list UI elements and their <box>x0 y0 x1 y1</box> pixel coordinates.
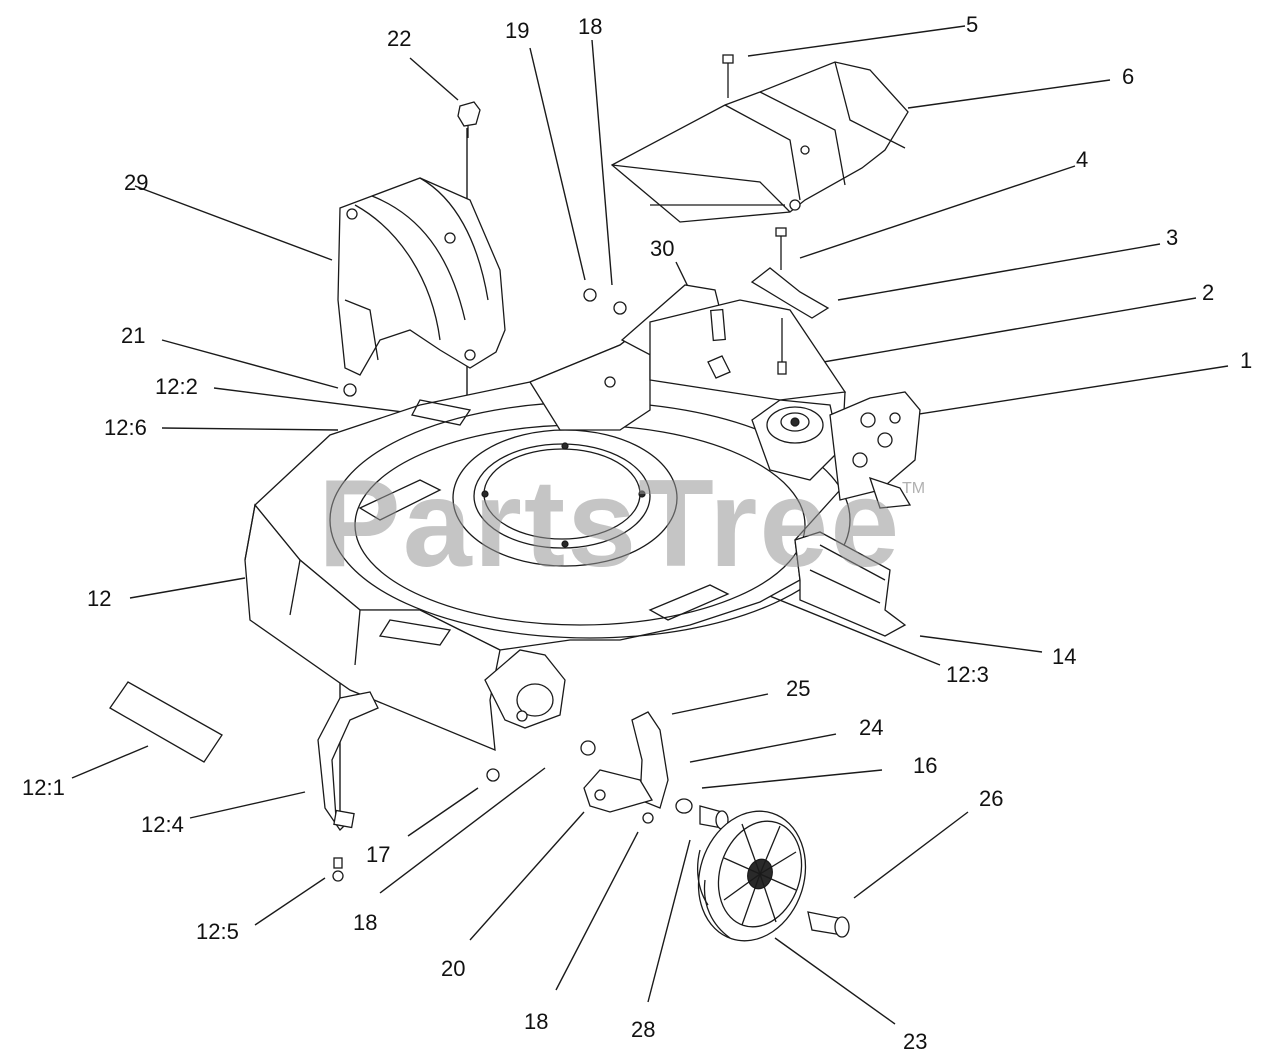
part-12-4-clip <box>317 691 379 882</box>
callout-3[interactable]: 3 <box>1166 225 1179 250</box>
part-26-wheel-bolt <box>807 911 850 938</box>
callout-17[interactable]: 17 <box>366 842 391 867</box>
part-14-side-rail <box>794 391 921 637</box>
callout-25[interactable]: 25 <box>786 676 811 701</box>
callout-5[interactable]: 5 <box>966 12 979 37</box>
part-6-cover <box>610 54 909 223</box>
part-22-knob <box>457 101 481 138</box>
watermark-trademark: TM <box>902 480 926 497</box>
part-29-chute <box>337 177 506 376</box>
callout-12-4[interactable]: 12:4 <box>141 812 184 837</box>
callout-18[interactable]: 18 <box>524 1009 549 1034</box>
callout-12-5[interactable]: 12:5 <box>196 919 239 944</box>
part-23-wheel <box>697 810 807 942</box>
callout-30[interactable]: 30 <box>650 236 675 261</box>
parts-20-24-25-wheel-bracket <box>580 711 669 813</box>
front-axle-housing <box>484 649 566 782</box>
part-12-deck <box>244 284 851 752</box>
callout-12-1[interactable]: 12:1 <box>22 775 65 800</box>
watermark: PartsTree <box>318 455 902 593</box>
callout-18[interactable]: 18 <box>353 910 378 935</box>
part-30-bushing <box>707 308 731 379</box>
callout-26[interactable]: 26 <box>979 786 1004 811</box>
callout-29[interactable]: 29 <box>124 170 149 195</box>
callout-16[interactable]: 16 <box>913 753 938 778</box>
callout-23[interactable]: 23 <box>903 1029 928 1054</box>
callout-12-3[interactable]: 12:3 <box>946 662 989 687</box>
callout-1[interactable]: 1 <box>1240 348 1253 373</box>
callout-22[interactable]: 22 <box>387 26 412 51</box>
parts-2-3-4-bracket <box>750 227 830 375</box>
callout-12-6[interactable]: 12:6 <box>104 415 147 440</box>
callout-12-2[interactable]: 12:2 <box>155 374 198 399</box>
callout-2[interactable]: 2 <box>1202 280 1215 305</box>
callout-14[interactable]: 14 <box>1052 644 1077 669</box>
callout-4[interactable]: 4 <box>1076 147 1089 172</box>
callout-19[interactable]: 19 <box>505 18 530 43</box>
part-12-1-label <box>109 681 223 763</box>
callout-28[interactable]: 28 <box>631 1017 656 1042</box>
callout-12[interactable]: 12 <box>87 586 112 611</box>
callout-21[interactable]: 21 <box>121 323 146 348</box>
callout-6[interactable]: 6 <box>1122 64 1135 89</box>
callout-18[interactable]: 18 <box>578 14 603 39</box>
callout-24[interactable]: 24 <box>859 715 884 740</box>
callout-20[interactable]: 20 <box>441 956 466 981</box>
